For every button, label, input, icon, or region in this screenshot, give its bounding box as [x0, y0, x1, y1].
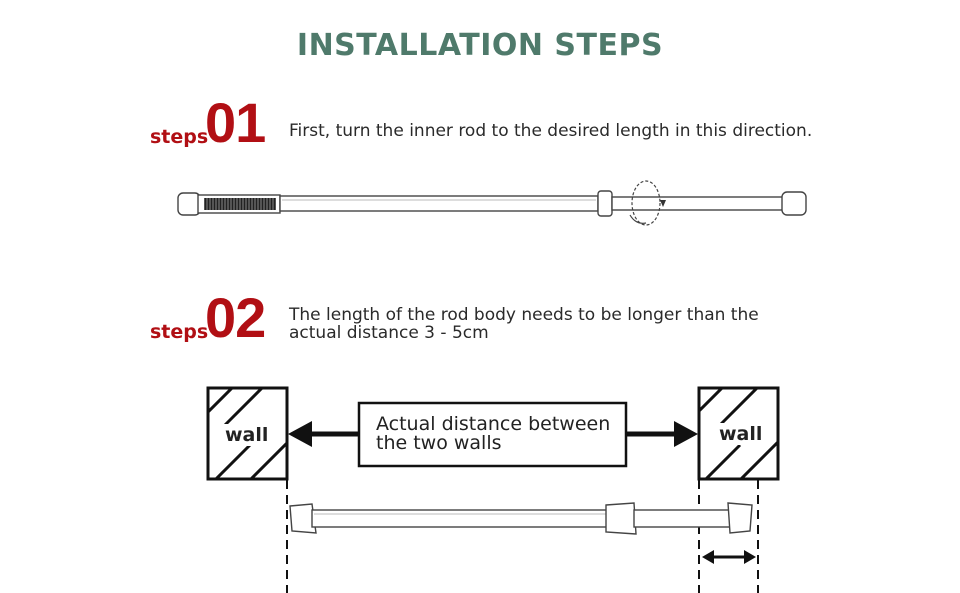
rotation-arrow-icon	[629, 180, 661, 226]
wall-left	[206, 386, 289, 481]
step-1-word: steps	[150, 126, 209, 148]
rod-end-cap-left	[177, 192, 201, 216]
rod-joint-collar	[605, 502, 637, 535]
distance-label-box	[357, 401, 628, 468]
step-1-number: 01	[205, 91, 266, 154]
rod-joint-collar	[597, 190, 613, 217]
step-2-description-line-2: actual distance 3 - 5cm	[289, 323, 489, 343]
rod-end-cap-left	[289, 503, 317, 534]
rotation-arrowhead-icon	[660, 200, 666, 207]
step-1-description: First, turn the inner rod to the desired…	[289, 121, 813, 141]
distance-arrow-right	[626, 421, 698, 447]
step-2-description-line-1: The length of the rod body needs to be l…	[289, 305, 759, 325]
distance-label-text: Actual distance between the two walls	[376, 415, 626, 453]
rod-thread-texture	[204, 198, 276, 210]
rod-end-cap-right	[781, 191, 807, 216]
distance-arrow-left	[288, 421, 360, 447]
wall-right-label: wall	[716, 423, 766, 445]
rod-end-cap-right	[727, 502, 753, 534]
tension-rod-step-1	[177, 190, 807, 217]
overlap-arrow-icon	[702, 550, 756, 564]
step-2-word: steps	[150, 321, 209, 343]
distance-label-line-2: the two walls	[376, 432, 502, 454]
tension-rod-step-2	[289, 502, 753, 535]
wall-guide-lines	[286, 480, 759, 593]
step-2-number: 02	[205, 286, 266, 349]
wall-left-label: wall	[222, 424, 272, 446]
step-2-description: The length of the rod body needs to be l…	[289, 306, 759, 342]
distance-label-line-1: Actual distance between	[376, 413, 611, 435]
wall-right	[697, 386, 780, 481]
rod-inner-tube	[611, 196, 785, 211]
page-title: INSTALLATION STEPS	[296, 28, 664, 63]
rod-outer-tube	[279, 195, 599, 212]
